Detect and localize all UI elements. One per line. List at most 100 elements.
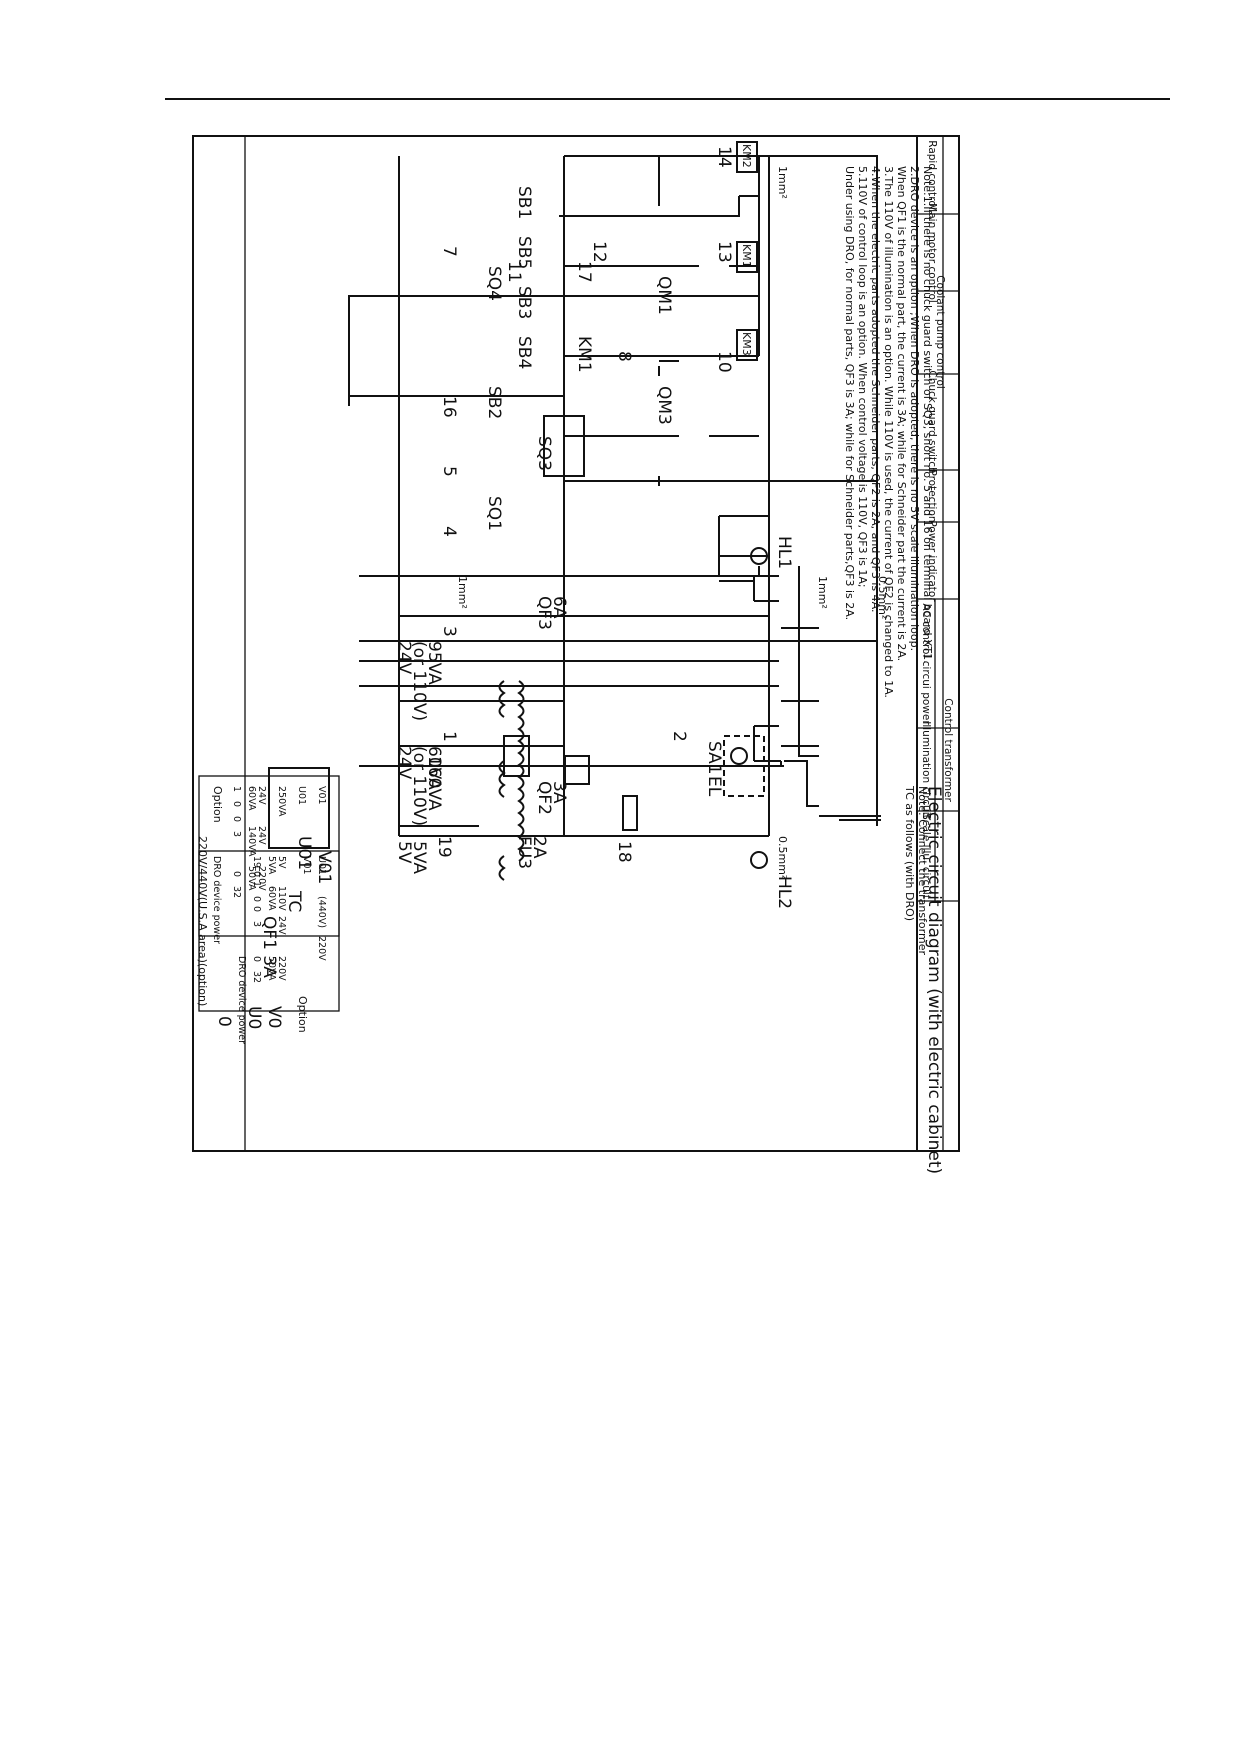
tc-usa-box: 220V/440V(U.S.A area)(option) U01 V01 (4… (196, 836, 340, 1044)
label-sq3: SQ3 (534, 436, 554, 471)
usa-term-0: 0 (251, 871, 262, 877)
node-12: 12 (589, 241, 609, 263)
label-fu3-2a: 2A (529, 836, 549, 859)
label-110v-b: (or 110V) (409, 641, 429, 721)
label-qf3-6a: 6A (549, 596, 569, 619)
tc-dro-device-power: DRO device power (211, 856, 222, 944)
note-line-6: 5.110V of control loop is an option. Whe… (856, 166, 869, 588)
label-qf3: QF3 (534, 596, 554, 630)
label-km3: KM3 (740, 332, 753, 356)
section-scale-illu: Scale illu. circuit (920, 813, 932, 899)
label-5v: 5V (394, 841, 414, 864)
usa-110v: 110V (276, 886, 287, 911)
node-17: 17 (574, 261, 594, 283)
usa-5v: 5V (276, 856, 287, 869)
node-16: 16 (439, 396, 459, 418)
km3-coil (736, 329, 758, 361)
label-24v-a: 24V (394, 746, 414, 780)
sa1-el-box (723, 735, 765, 797)
tc-dro-term-0c: 0 (231, 871, 242, 877)
km2-coil (736, 141, 758, 173)
usa-24v: 24V (276, 916, 287, 935)
usa-220v: 220V (316, 936, 327, 961)
tc-note-1: Note: Connect the transformer (916, 786, 929, 955)
fu3-fuse (622, 795, 638, 831)
usa-option: Option (296, 996, 309, 1033)
sq3-box (543, 415, 585, 477)
section-rapid-control: Rapid control (926, 140, 938, 209)
label-24v-b: 24V (394, 641, 414, 675)
tc-dro-box: Note: Connect the transformer TC as foll… (198, 775, 929, 955)
usa-5va: 5VA (266, 856, 277, 875)
label-u0: U0 (244, 1006, 264, 1029)
wire-1mm-b: 1mm² (816, 576, 829, 609)
usa-dro-term-0: 0 (251, 956, 262, 962)
section-illumination: Illumination circuit (920, 721, 932, 819)
section-chuck-guard: Chuck guard switch (926, 370, 938, 473)
label-sb4: SB4 (514, 336, 534, 369)
tc-dro-220v: 220V (256, 866, 267, 891)
label-95va: 95VA (424, 641, 444, 685)
tc-dro-50va: 50VA (246, 866, 257, 891)
header-columns (917, 213, 959, 1152)
label-sb3: SB3 (514, 286, 534, 319)
label-qf2: QF2 (534, 781, 554, 815)
label-60va: 60VA (424, 746, 444, 790)
note-line-1: Note:1.If there is no chuck guard switch… (921, 166, 934, 664)
node-14: 14 (714, 146, 734, 168)
usa-u01: U01 (316, 856, 327, 875)
bus-rails (398, 156, 770, 837)
label-km1-contact: KM1 (574, 336, 594, 373)
usa-dro-device-power: DRO device power (236, 956, 247, 1044)
tc-secondary-ac (498, 680, 506, 718)
node-3: 3 (439, 626, 459, 637)
label-5va: 5VA (409, 841, 429, 874)
label-160va: 160VA (424, 756, 444, 811)
note-line-7: Under using DRO, for normal parts, QF3 i… (843, 166, 856, 620)
label-v01: V01 (314, 851, 334, 884)
tc-dro-term-0a: 0 (231, 801, 242, 807)
tc-dro-24v: 24V (256, 786, 267, 805)
wire-1mm-a: 1mm² (456, 576, 469, 609)
el-lamp (730, 747, 748, 765)
node-18: 18 (614, 841, 634, 863)
node-19: 19 (434, 836, 454, 858)
tc-dro-24v-b: 24V (256, 826, 267, 845)
node-13: 13 (714, 241, 734, 263)
label-qm3: QM3 (654, 386, 674, 425)
note-line-4: 3.The 110V of illumination is an option.… (882, 166, 895, 698)
rotated-schematic: Rapid control Main motor control Coolant… (192, 135, 960, 1174)
tc-secondary-illu (498, 760, 506, 798)
label-sq1: SQ1 (484, 496, 504, 531)
notes-block: Note:1.If there is no chuck guard switch… (843, 166, 934, 698)
hl2-lamp (750, 851, 768, 869)
note-line-2: 2.DRO device is an option ;When DRO is a… (908, 166, 921, 651)
note-line-5: 4.When the electric parts adopted the Sc… (869, 166, 882, 612)
usa-term-19: 19 (251, 856, 262, 868)
tc-dro-v01: V01 (316, 786, 327, 805)
usa-term-3: 3 (251, 921, 262, 927)
km1-coil (736, 241, 758, 273)
section-group-transformer: Control transformer (942, 698, 954, 802)
usa-60va: 60VA (266, 886, 277, 911)
usa-dro-50va: 50VA (266, 956, 277, 981)
label-km1: KM1 (740, 244, 753, 268)
tc-dro-term-0b: 0 (231, 816, 242, 822)
component-labels: U0 V0 U01 V01 TC QF1 3A 160VA 5V 5VA 24V… (214, 144, 889, 1029)
tc-dro-u01: U01 (296, 786, 307, 805)
diagram-caption: Electric circuit diagram (with electric … (924, 786, 944, 1174)
label-u01: U01 (294, 836, 314, 870)
tc-dro-140va: 140VA (246, 826, 257, 857)
tc-dro-250va: 250VA (276, 786, 287, 817)
label-110v-a: (or 110V) (409, 746, 429, 826)
tc-dro-60va: 60VA (246, 786, 257, 811)
label-tc: TC (284, 890, 304, 912)
node-7: 7 (439, 246, 459, 257)
label-el: EL (704, 776, 724, 797)
label-hl2: HL2 (774, 876, 794, 909)
label-fu3: FU3 (514, 836, 534, 869)
wire-05mm-a: 0.5mm² (876, 576, 889, 619)
wiring (348, 155, 881, 826)
